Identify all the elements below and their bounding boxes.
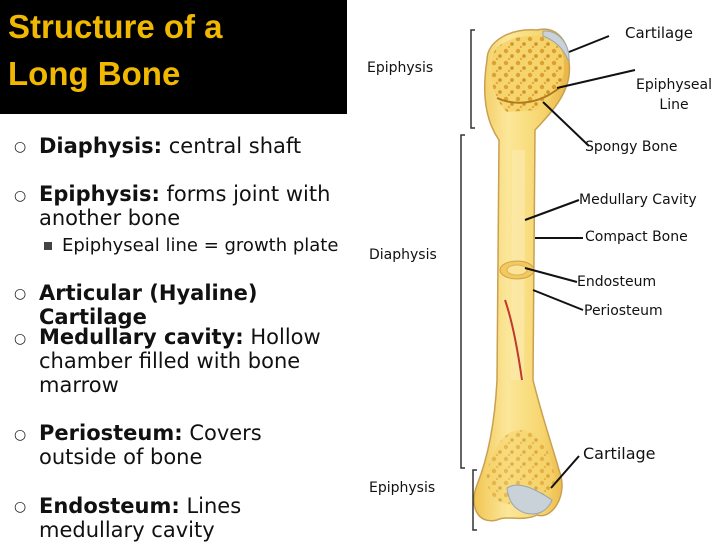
bullet-icon: ○: [14, 286, 27, 302]
label-epiphyseal-line: Epiphyseal Line: [635, 77, 713, 113]
bullet-medullary-cavity: Medullary cavity: Hollow chamber filled …: [39, 325, 324, 397]
sub-bullet-epiphyseal-line: Epiphyseal line = growth plate: [62, 235, 339, 256]
bullet-term: Diaphysis:: [39, 134, 163, 158]
bullet-term: Endosteum:: [39, 494, 180, 518]
bullet-icon: ○: [14, 139, 27, 155]
bullet-text: Covers outside of bone: [39, 421, 262, 469]
bullet-text: Lines medullary cavity: [39, 494, 242, 542]
label-medullary-cavity: Medullary Cavity: [579, 192, 697, 208]
label-cartilage-top: Cartilage: [625, 24, 693, 42]
epiphysis-bracket-bottom: [472, 469, 477, 531]
cartilage-cap-bottom: [506, 484, 553, 515]
nutrient-artery: [504, 299, 523, 381]
diaphysis-bracket: [460, 134, 465, 469]
cartilage-cap-top: [542, 30, 570, 63]
medullary-cavity-pointer: [524, 199, 580, 221]
bullet-text: Hollow chamber filled with bone marrow: [39, 325, 321, 397]
label-epiphysis-bottom: Epiphysis: [369, 480, 436, 496]
sub-bullet-icon: [44, 242, 52, 250]
periosteum-pointer: [532, 289, 584, 311]
bullet-term: Articular (Hyaline) Cartilage: [39, 281, 258, 329]
label-periosteum: Periosteum: [584, 303, 663, 319]
label-cartilage-bottom: Cartilage: [583, 444, 656, 463]
bullet-periosteum: Periosteum: Covers outside of bone: [39, 421, 339, 469]
bullet-text: central shaft: [162, 134, 302, 158]
bullet-articular-cartilage: Articular (Hyaline) Cartilage: [39, 281, 344, 329]
slide-title-line-1: Structure of a: [8, 8, 223, 45]
epiphyseal-line-pointer: [556, 69, 636, 89]
label-epiphysis-top: Epiphysis: [367, 60, 434, 76]
bullet-icon: ○: [14, 427, 27, 443]
bullet-icon: ○: [14, 188, 27, 204]
label-compact-bone: Compact Bone: [585, 229, 688, 245]
cartilage-top-pointer: [568, 35, 610, 53]
epiphysis-bracket-top: [470, 29, 475, 129]
endosteum-pointer: [524, 267, 578, 283]
bone-diagram: Epiphysis Cartilage Epiphyseal Line Spon…: [347, 0, 720, 540]
title-bar: Structure of a Long Bone: [0, 0, 347, 114]
spongy-bone-pointer: [542, 101, 590, 147]
bullet-term: Periosteum:: [39, 421, 183, 445]
bullet-epiphysis: Epiphysis: forms joint with another bone: [39, 182, 334, 230]
bullet-icon: ○: [14, 499, 27, 515]
bullet-term: Medullary cavity:: [39, 325, 244, 349]
label-endosteum: Endosteum: [577, 274, 657, 290]
spongy-bone-region: [491, 35, 565, 113]
long-bone-illustration: [460, 28, 636, 531]
label-spongy-bone: Spongy Bone: [585, 139, 678, 155]
spongy-bone-region-bottom: [486, 430, 555, 505]
cartilage-bottom-pointer: [550, 455, 580, 489]
bullet-icon: ○: [14, 331, 27, 347]
bullet-term: Epiphysis:: [39, 182, 160, 206]
bullet-endosteum: Endosteum: Lines medullary cavity: [39, 494, 344, 542]
bullet-text: forms joint with another bone: [39, 182, 331, 230]
bullet-diaphysis: Diaphysis: central shaft: [39, 134, 339, 158]
epiphyseal-line: [496, 87, 560, 104]
slide-title-line-2: Long Bone: [8, 55, 181, 92]
label-diaphysis: Diaphysis: [369, 247, 437, 263]
